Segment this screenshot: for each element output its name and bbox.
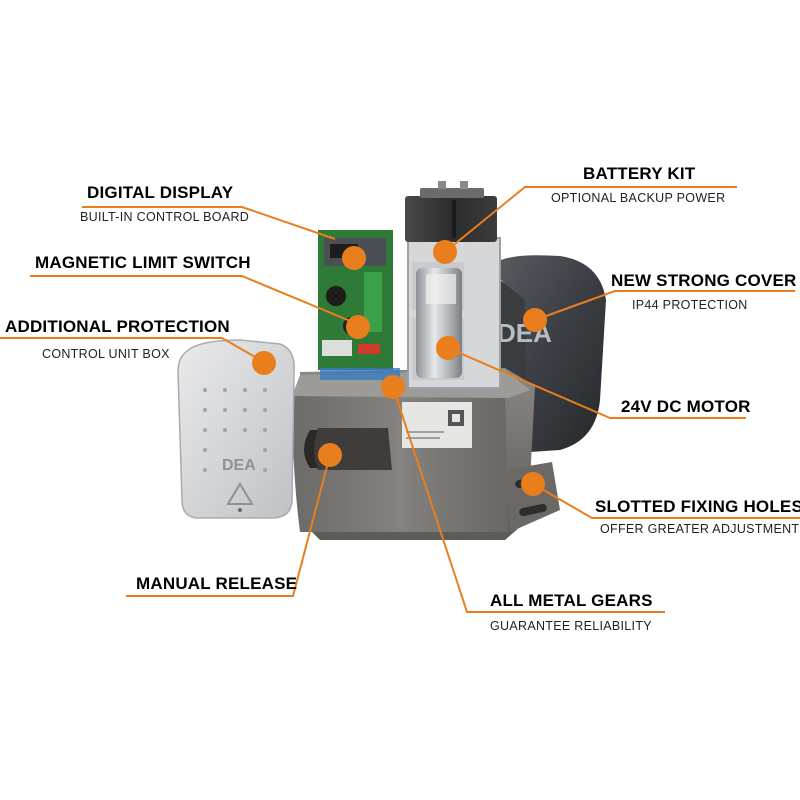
marker-all-metal-gears bbox=[381, 375, 405, 399]
digital-display-subtitle: BUILT-IN CONTROL BOARD bbox=[80, 210, 250, 224]
additional-protection-subtitle: CONTROL UNIT BOX bbox=[42, 347, 170, 361]
marker-additional-protection bbox=[252, 351, 276, 375]
marker-magnetic-limit-switch bbox=[346, 315, 370, 339]
new-strong-cover-title: NEW STRONG COVER bbox=[611, 271, 797, 290]
marker-manual-release bbox=[318, 443, 342, 467]
new-strong-cover-subtitle: IP44 PROTECTION bbox=[632, 298, 748, 312]
marker-motor bbox=[436, 336, 460, 360]
motor-title: 24V DC MOTOR bbox=[621, 397, 751, 416]
marker-digital-display bbox=[342, 246, 366, 270]
battery-kit-subtitle: OPTIONAL BACKUP POWER bbox=[551, 191, 726, 205]
battery-kit-title: BATTERY KIT bbox=[583, 164, 696, 183]
marker-new-strong-cover bbox=[523, 308, 547, 332]
manual-release-title: MANUAL RELEASE bbox=[136, 574, 298, 593]
control-unit-box: DEA bbox=[177, 339, 295, 519]
slotted-fixing-holes-subtitle: OFFER GREATER ADJUSTMENT bbox=[600, 522, 800, 536]
digital-display-title: DIGITAL DISPLAY bbox=[87, 183, 234, 202]
leader-lines bbox=[0, 186, 800, 613]
additional-protection-title: ADDITIONAL PROTECTION bbox=[5, 317, 230, 336]
hotspot-markers bbox=[252, 240, 547, 496]
marker-battery-kit bbox=[433, 240, 457, 264]
battery-pack bbox=[405, 181, 497, 242]
all-metal-gears-subtitle: GUARANTEE RELIABILITY bbox=[490, 619, 652, 633]
all-metal-gears-title: ALL METAL GEARS bbox=[490, 591, 653, 610]
motor-cylinder bbox=[416, 268, 462, 378]
magnetic-limit-switch-title: MAGNETIC LIMIT SWITCH bbox=[35, 253, 251, 272]
box-logo: DEA bbox=[222, 457, 256, 474]
slotted-fixing-holes-title: SLOTTED FIXING HOLES bbox=[595, 497, 800, 516]
marker-slotted-fixing-holes bbox=[521, 472, 545, 496]
